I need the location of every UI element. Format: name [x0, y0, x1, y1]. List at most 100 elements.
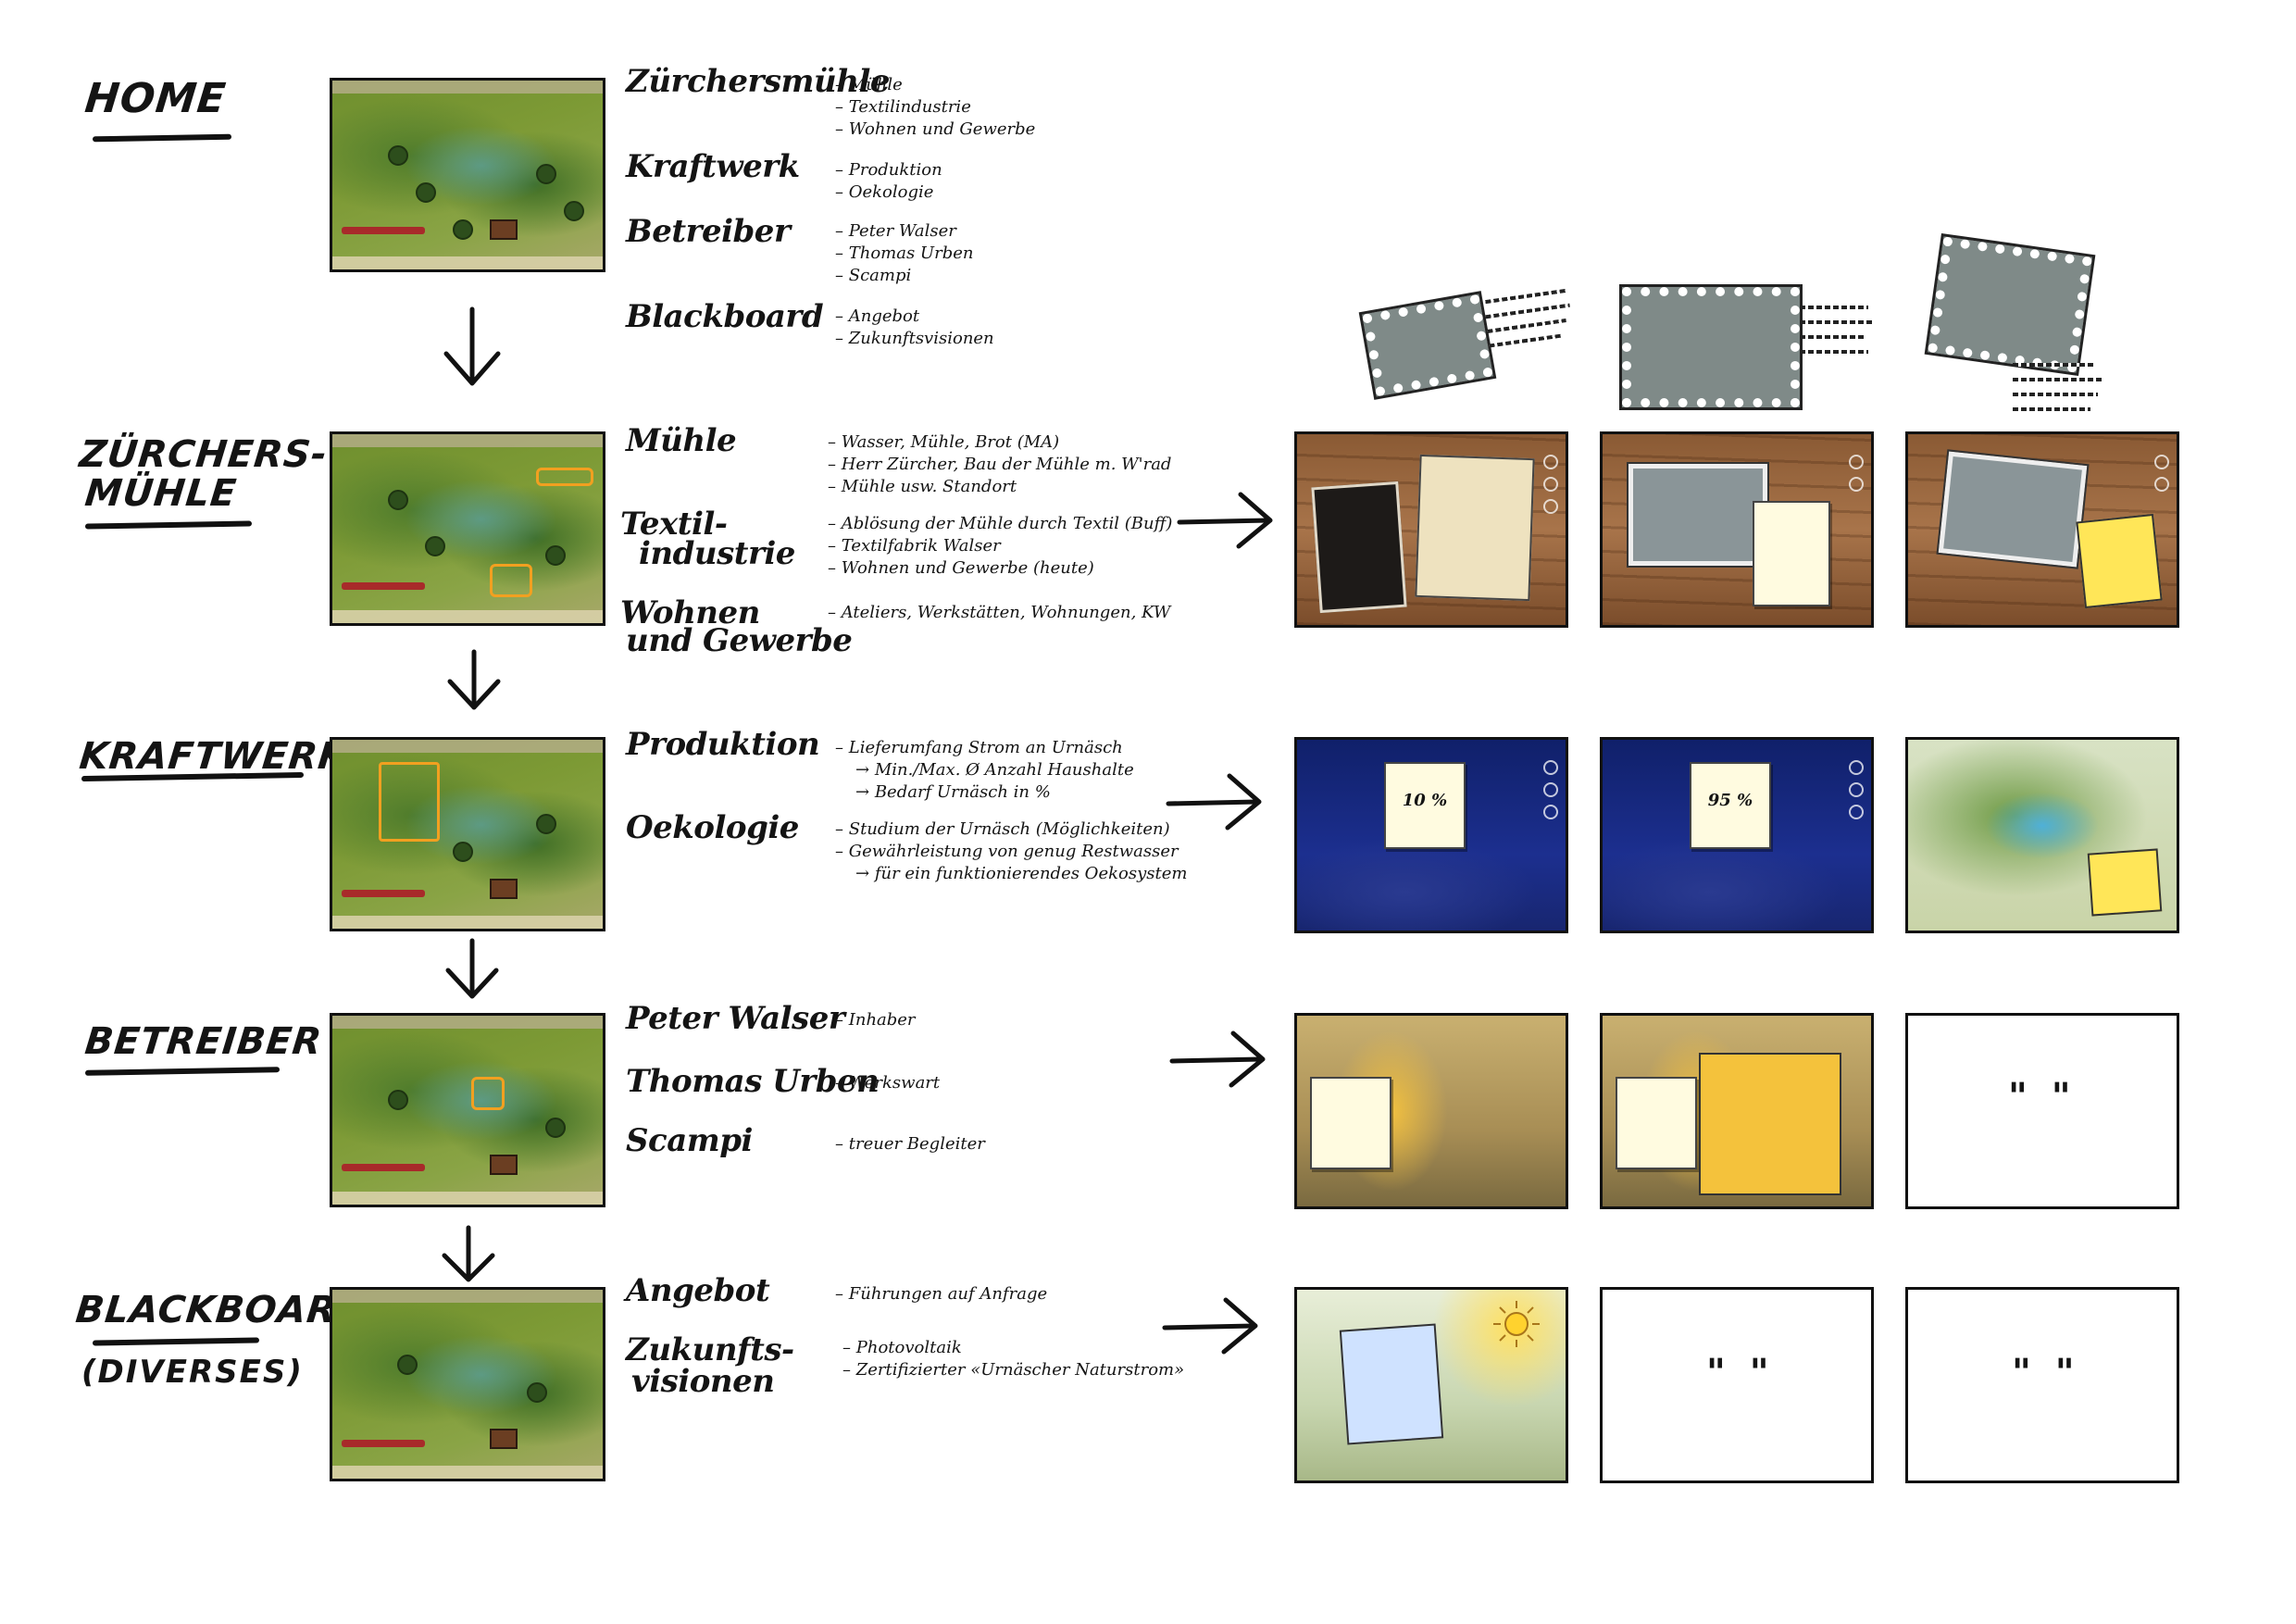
- tree-icon: [388, 1090, 408, 1110]
- sticky-note: [2076, 513, 2163, 609]
- scribble-text: [2013, 363, 2094, 367]
- nav-dot-icon[interactable]: [2154, 455, 2169, 469]
- blackboard-screen-placeholder-1: " ": [1600, 1287, 1874, 1483]
- bullet-item: Inhaber: [835, 1009, 916, 1031]
- arrow-right-icon: [1169, 1031, 1266, 1088]
- nav-dot-icon[interactable]: [1543, 477, 1558, 492]
- tree-icon: [425, 536, 445, 556]
- tree-icon: [545, 1118, 566, 1138]
- notepad: [1616, 1077, 1697, 1169]
- nav-dot-icon[interactable]: [1543, 499, 1558, 514]
- topic-bullets: Inhaber: [835, 1009, 916, 1031]
- topic-zukunftsvisionen-2: visionen: [631, 1363, 775, 1400]
- section-title-betreiber: BETREIBER: [82, 1020, 325, 1063]
- scribble-text: [1800, 335, 1865, 339]
- betreiber-screen-2[interactable]: [1600, 1013, 1874, 1209]
- betreiber-map-thumbnail[interactable]: [330, 1013, 605, 1207]
- topic-angebot: Angebot: [626, 1272, 770, 1309]
- tree-icon: [416, 182, 436, 203]
- highlight-marker: [490, 564, 532, 597]
- topic-bullets: treuer Begleiter: [835, 1133, 985, 1156]
- highlight-marker: [471, 1077, 505, 1110]
- topic-betreiber: Betreiber: [626, 213, 791, 250]
- bullet-item: Wohnen und Gewerbe: [835, 119, 1036, 141]
- kraftwerk-map-thumbnail[interactable]: [330, 737, 605, 931]
- topic-bullets: Angebot Zukunftsvisionen: [835, 306, 994, 350]
- tree-icon: [536, 814, 556, 834]
- train-icon: [342, 582, 425, 590]
- ditto-mark: " ": [2008, 1075, 2077, 1118]
- tree-icon: [527, 1382, 547, 1403]
- arrow-right-icon: [1177, 492, 1273, 549]
- section-title-kraftwerk: KRAFTWERK: [77, 735, 351, 778]
- section-subtitle-diverses: (DIVERSES): [81, 1354, 304, 1391]
- bullet-item: Führungen auf Anfrage: [835, 1283, 1047, 1305]
- nav-dot-icon[interactable]: [1543, 782, 1558, 797]
- kraftwerk-screen-1[interactable]: 10 %: [1294, 737, 1568, 933]
- section-title-zuerchersmuehle-1: ZÜRCHERS-: [77, 433, 331, 476]
- house-icon: [490, 879, 518, 899]
- bullet-item: Wasser, Mühle, Brot (MA): [828, 431, 1171, 454]
- bullet-item: Mühle usw. Standort: [828, 476, 1171, 498]
- kraftwerk-screen-2[interactable]: 95 %: [1600, 737, 1874, 933]
- scribble-text: [1485, 288, 1566, 305]
- arrow-down-icon: [443, 306, 501, 386]
- home-map-thumbnail[interactable]: [330, 78, 605, 272]
- nav-dot-icon[interactable]: [1849, 455, 1864, 469]
- blackboard-screen-placeholder-2: " ": [1905, 1287, 2179, 1483]
- map-footer: [332, 610, 603, 623]
- percentage-note: 10 %: [1384, 762, 1466, 849]
- kraftwerk-screen-3[interactable]: [1905, 737, 2179, 933]
- train-icon: [342, 227, 425, 234]
- bullet-item: Textilindustrie: [835, 96, 1035, 119]
- betreiber-screen-1[interactable]: [1294, 1013, 1568, 1209]
- scribble-text: [1800, 306, 1868, 309]
- topic-bullets: Ateliers, Werkstätten, Wohnungen, KW: [828, 602, 1171, 624]
- house-icon: [490, 1155, 518, 1175]
- nav-dot-icon[interactable]: [1849, 760, 1864, 775]
- blackboard-map-thumbnail[interactable]: [330, 1287, 605, 1481]
- nav-dot-icon[interactable]: [2154, 477, 2169, 492]
- map-header: [332, 1016, 603, 1029]
- bullet-item: Ablösung der Mühle durch Textil (Buff): [828, 513, 1173, 535]
- info-sheet: [1339, 1323, 1444, 1445]
- tree-icon: [564, 201, 584, 221]
- blackboard-screen-1[interactable]: [1294, 1287, 1568, 1483]
- nav-dot-icon[interactable]: [1543, 760, 1558, 775]
- bullet-item: Photovoltaik: [842, 1337, 1184, 1359]
- scribble-text: [2013, 378, 2102, 381]
- factory-photo: [1936, 449, 2090, 569]
- map-footer: [332, 256, 603, 269]
- muehle-screen-3[interactable]: [1905, 431, 2179, 628]
- nav-dot-icon[interactable]: [1849, 477, 1864, 492]
- nav-dot-icon[interactable]: [1849, 805, 1864, 819]
- nav-dot-icon[interactable]: [1543, 455, 1558, 469]
- bullet-item: Wohnen und Gewerbe (heute): [828, 557, 1172, 580]
- zuerchersmuehle-map-thumbnail[interactable]: [330, 431, 605, 626]
- info-note: [1753, 501, 1830, 606]
- bullet-item: Thomas Urben: [835, 243, 974, 265]
- muehle-screen-1[interactable]: [1294, 431, 1568, 628]
- scribble-text: [1487, 319, 1566, 333]
- topic-bullets: Peter Walser Thomas Urben Scampi: [835, 220, 974, 287]
- nav-dot-icon[interactable]: [1543, 805, 1558, 819]
- arrow-down-icon: [447, 649, 501, 710]
- portrait-card: [1311, 481, 1407, 614]
- map-header: [332, 1290, 603, 1303]
- muehle-screen-2[interactable]: [1600, 431, 1874, 628]
- nav-dot-icon[interactable]: [1849, 782, 1864, 797]
- scribble-text: [1485, 303, 1570, 319]
- arrow-right-icon: [1162, 1297, 1258, 1355]
- train-icon: [342, 1164, 425, 1171]
- topic-oekologie: Oekologie: [626, 809, 799, 846]
- arrow-right-icon: [1166, 773, 1262, 831]
- title-underline: [92, 133, 232, 143]
- highlight-marker: [379, 762, 440, 842]
- bullet-item: Min./Max. Ø Anzahl Haushalte: [835, 759, 1134, 781]
- topic-scampi: Scampi: [626, 1122, 753, 1159]
- topic-bullets: Werkswart: [835, 1072, 940, 1094]
- topic-textilindustrie-2: industrie: [639, 535, 795, 572]
- tree-icon: [453, 219, 473, 240]
- arrow-down-icon: [442, 1225, 495, 1282]
- map-footer: [332, 1192, 603, 1205]
